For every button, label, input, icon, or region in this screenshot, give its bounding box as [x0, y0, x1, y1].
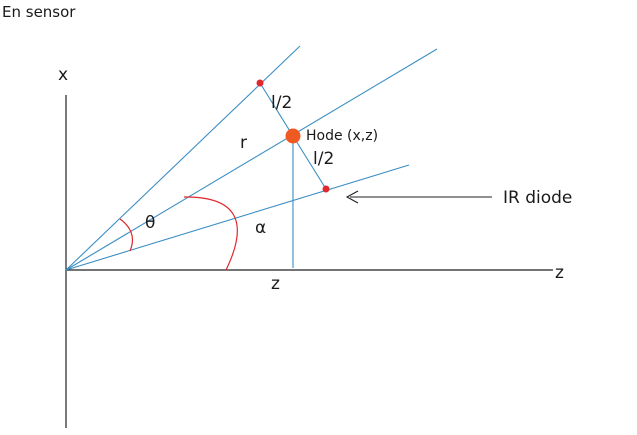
node-marker	[285, 128, 301, 144]
node-label: Hode (x,z)	[306, 128, 378, 144]
ir-diode-label: IR diode	[503, 188, 572, 208]
top-endpoint-marker	[256, 79, 264, 87]
half-length-bottom-label: l/2	[313, 149, 334, 169]
alpha-label: α	[255, 218, 266, 238]
x-axis-label: x	[58, 65, 68, 85]
radius-label: r	[240, 133, 247, 153]
top-half-segment	[259, 82, 294, 137]
ir-diode-arrow-head	[345, 190, 359, 204]
middle-ray	[65, 48, 438, 271]
z-axis-label: z	[555, 263, 564, 283]
theta-label: θ	[145, 213, 155, 233]
theta-arc	[119, 218, 133, 252]
z-projection-label: z	[271, 274, 280, 294]
lower-ray	[65, 164, 410, 271]
bottom-endpoint-marker	[322, 185, 330, 193]
alpha-arc	[183, 196, 238, 271]
diagram-title: En sensor	[2, 3, 76, 21]
bottom-half-segment	[292, 135, 327, 190]
half-length-top-label: l/2	[271, 93, 292, 113]
